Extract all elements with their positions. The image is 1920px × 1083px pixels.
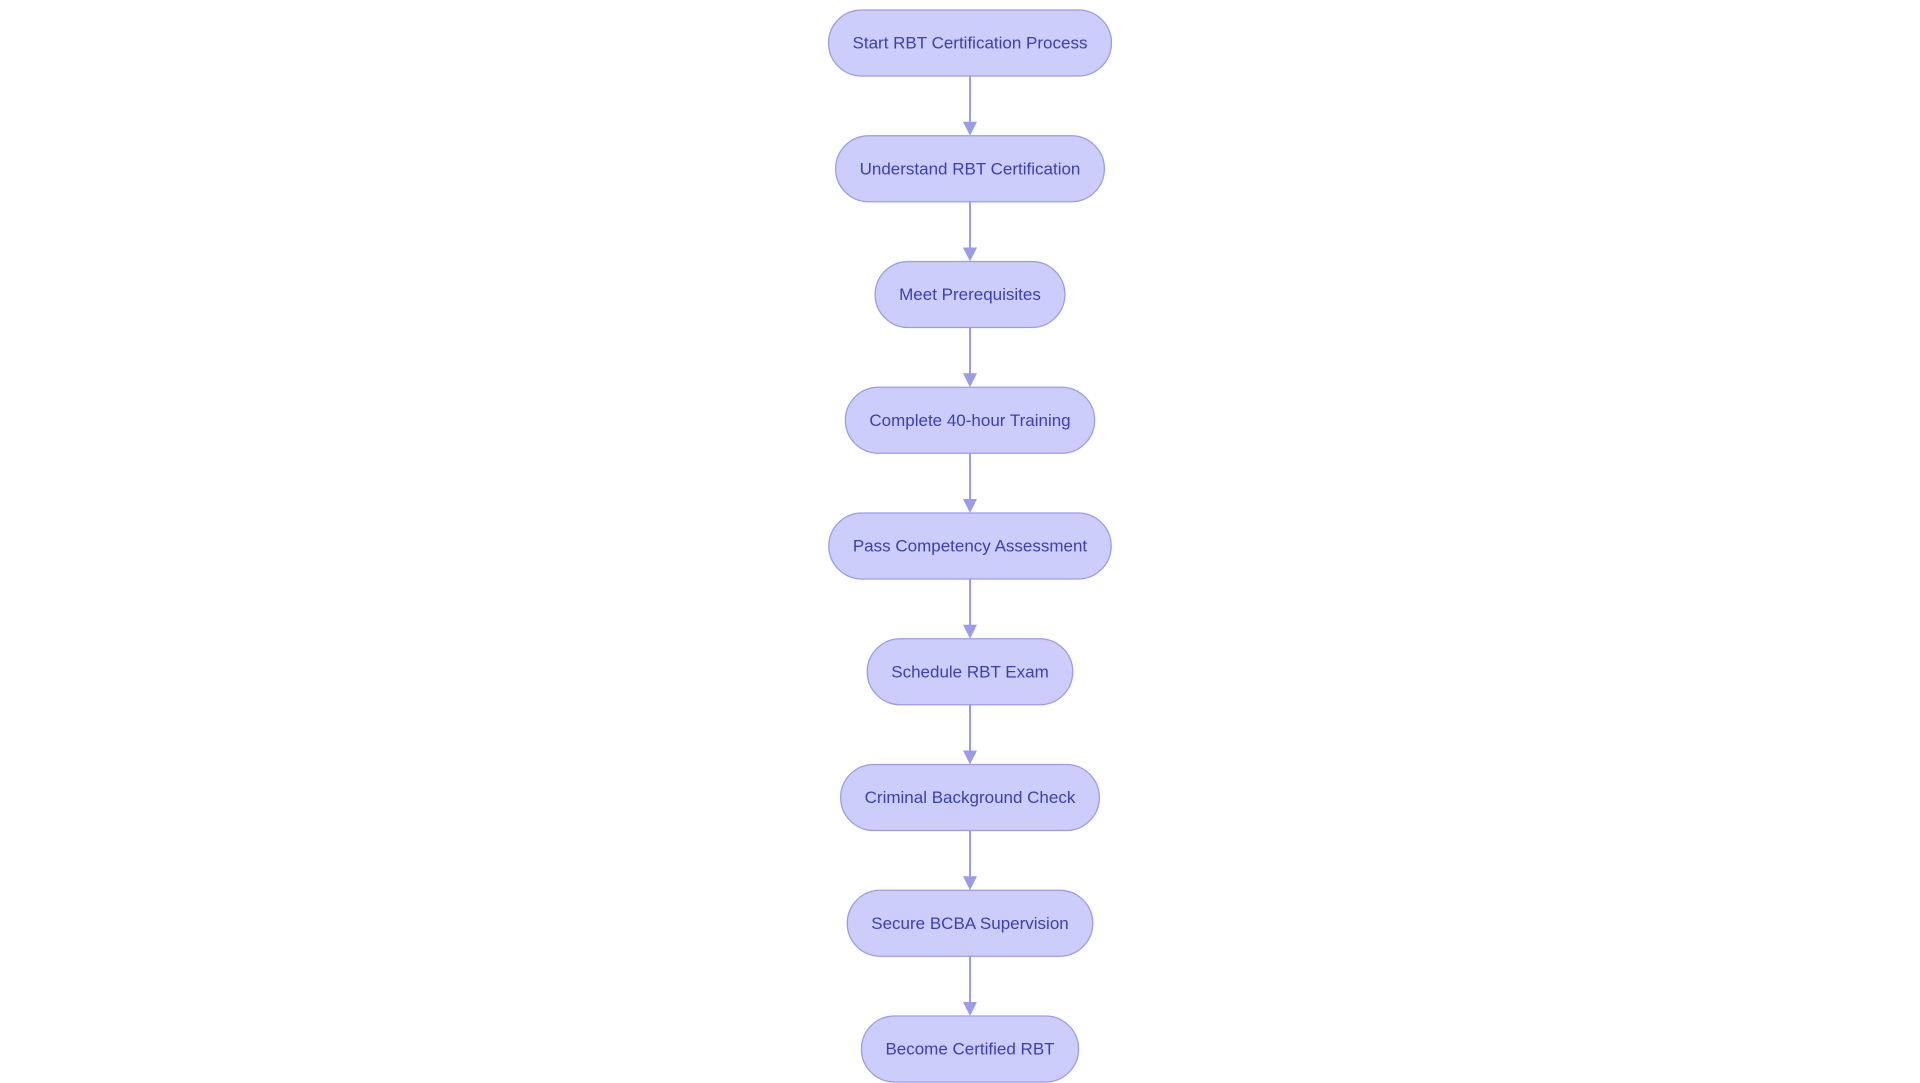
node-label: Complete 40-hour Training — [869, 411, 1070, 430]
node-shape — [828, 512, 1112, 580]
node-label: Start RBT Certification Process — [853, 34, 1088, 53]
node-label: Become Certified RBT — [885, 1040, 1054, 1059]
node-label: Meet Prerequisites — [899, 285, 1041, 304]
node-shape — [846, 889, 1094, 957]
node-training: Complete 40-hour Training — [844, 386, 1096, 454]
node-prereq: Meet Prerequisites — [874, 260, 1066, 329]
arrowhead-icon — [963, 247, 977, 262]
node-shape — [827, 9, 1113, 77]
arrowhead-icon — [963, 499, 977, 513]
edge-prereq-to-training — [963, 327, 977, 388]
arrowhead-icon — [963, 750, 977, 765]
edge-background-to-supervision — [963, 830, 977, 891]
node-assessment: Pass Competency Assessment — [828, 512, 1112, 580]
edge-training-to-assessment — [963, 453, 977, 513]
node-shape — [866, 638, 1074, 706]
node-label: Secure BCBA Supervision — [871, 914, 1069, 933]
edge-schedule-to-background — [963, 704, 977, 765]
node-certified: Become Certified RBT — [860, 1015, 1080, 1083]
node-start: Start RBT Certification Process — [827, 9, 1113, 77]
arrowhead-icon — [963, 373, 977, 388]
arrowhead-icon — [963, 1002, 977, 1016]
node-label: Understand RBT Certification — [860, 159, 1081, 178]
node-shape — [860, 1015, 1080, 1083]
node-background: Criminal Background Check — [839, 763, 1101, 832]
edge-supervision-to-certified — [963, 956, 977, 1016]
node-label: Criminal Background Check — [865, 788, 1076, 807]
edge-start-to-understand — [963, 76, 977, 136]
edges-layer — [963, 76, 977, 1016]
node-shape — [874, 260, 1066, 329]
node-shape — [834, 135, 1106, 203]
node-label: Schedule RBT Exam — [891, 662, 1048, 681]
node-understand: Understand RBT Certification — [834, 135, 1106, 203]
node-supervision: Secure BCBA Supervision — [846, 889, 1094, 957]
nodes-layer: Start RBT Certification ProcessUnderstan… — [827, 9, 1113, 1083]
edge-assessment-to-schedule — [963, 579, 977, 639]
arrowhead-icon — [963, 876, 977, 891]
node-shape — [844, 386, 1096, 454]
node-shape — [839, 763, 1101, 832]
arrowhead-icon — [963, 624, 977, 639]
node-schedule: Schedule RBT Exam — [866, 638, 1074, 706]
arrowhead-icon — [963, 121, 977, 136]
edge-understand-to-prereq — [963, 201, 977, 262]
node-label: Pass Competency Assessment — [853, 537, 1088, 556]
